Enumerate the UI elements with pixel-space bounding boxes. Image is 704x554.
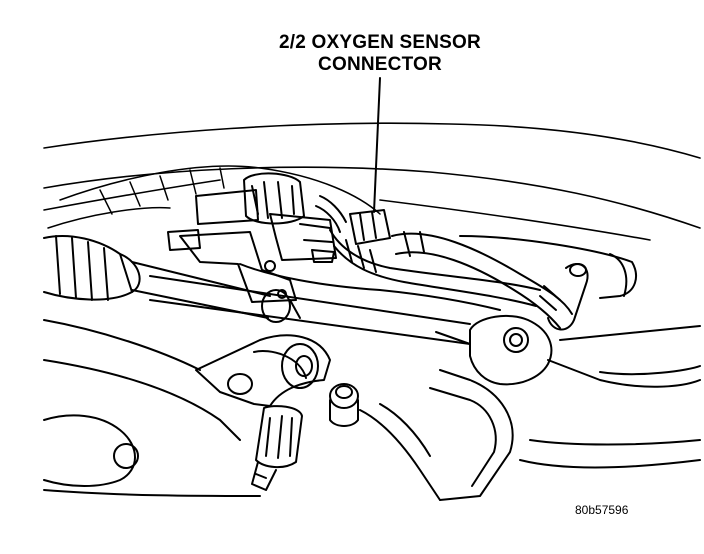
callout-line-2: CONNECTOR bbox=[318, 54, 442, 75]
lower-connector bbox=[251, 405, 303, 491]
callout-line-1: 2/2 OXYGEN SENSOR bbox=[279, 32, 481, 53]
engine-block bbox=[43, 319, 261, 497]
hood-outline bbox=[43, 122, 701, 241]
frame-member bbox=[359, 365, 701, 501]
lower-bracket bbox=[195, 334, 331, 407]
pivot-knuckle bbox=[435, 314, 701, 388]
firewall-ribs bbox=[47, 165, 381, 229]
reservoir bbox=[459, 235, 637, 299]
wiring-harness bbox=[239, 229, 541, 311]
callout-label: 2/2 OXYGEN SENSOR CONNECTOR bbox=[250, 32, 510, 76]
oxygen-sensor-connector bbox=[243, 172, 391, 263]
figure-number: 80b57596 bbox=[575, 503, 629, 517]
sensor-bracket bbox=[167, 189, 297, 303]
mount-bolt bbox=[329, 383, 359, 427]
vacuum-hose bbox=[391, 231, 589, 331]
leader-line bbox=[373, 77, 381, 213]
transmission-rod bbox=[149, 275, 471, 345]
